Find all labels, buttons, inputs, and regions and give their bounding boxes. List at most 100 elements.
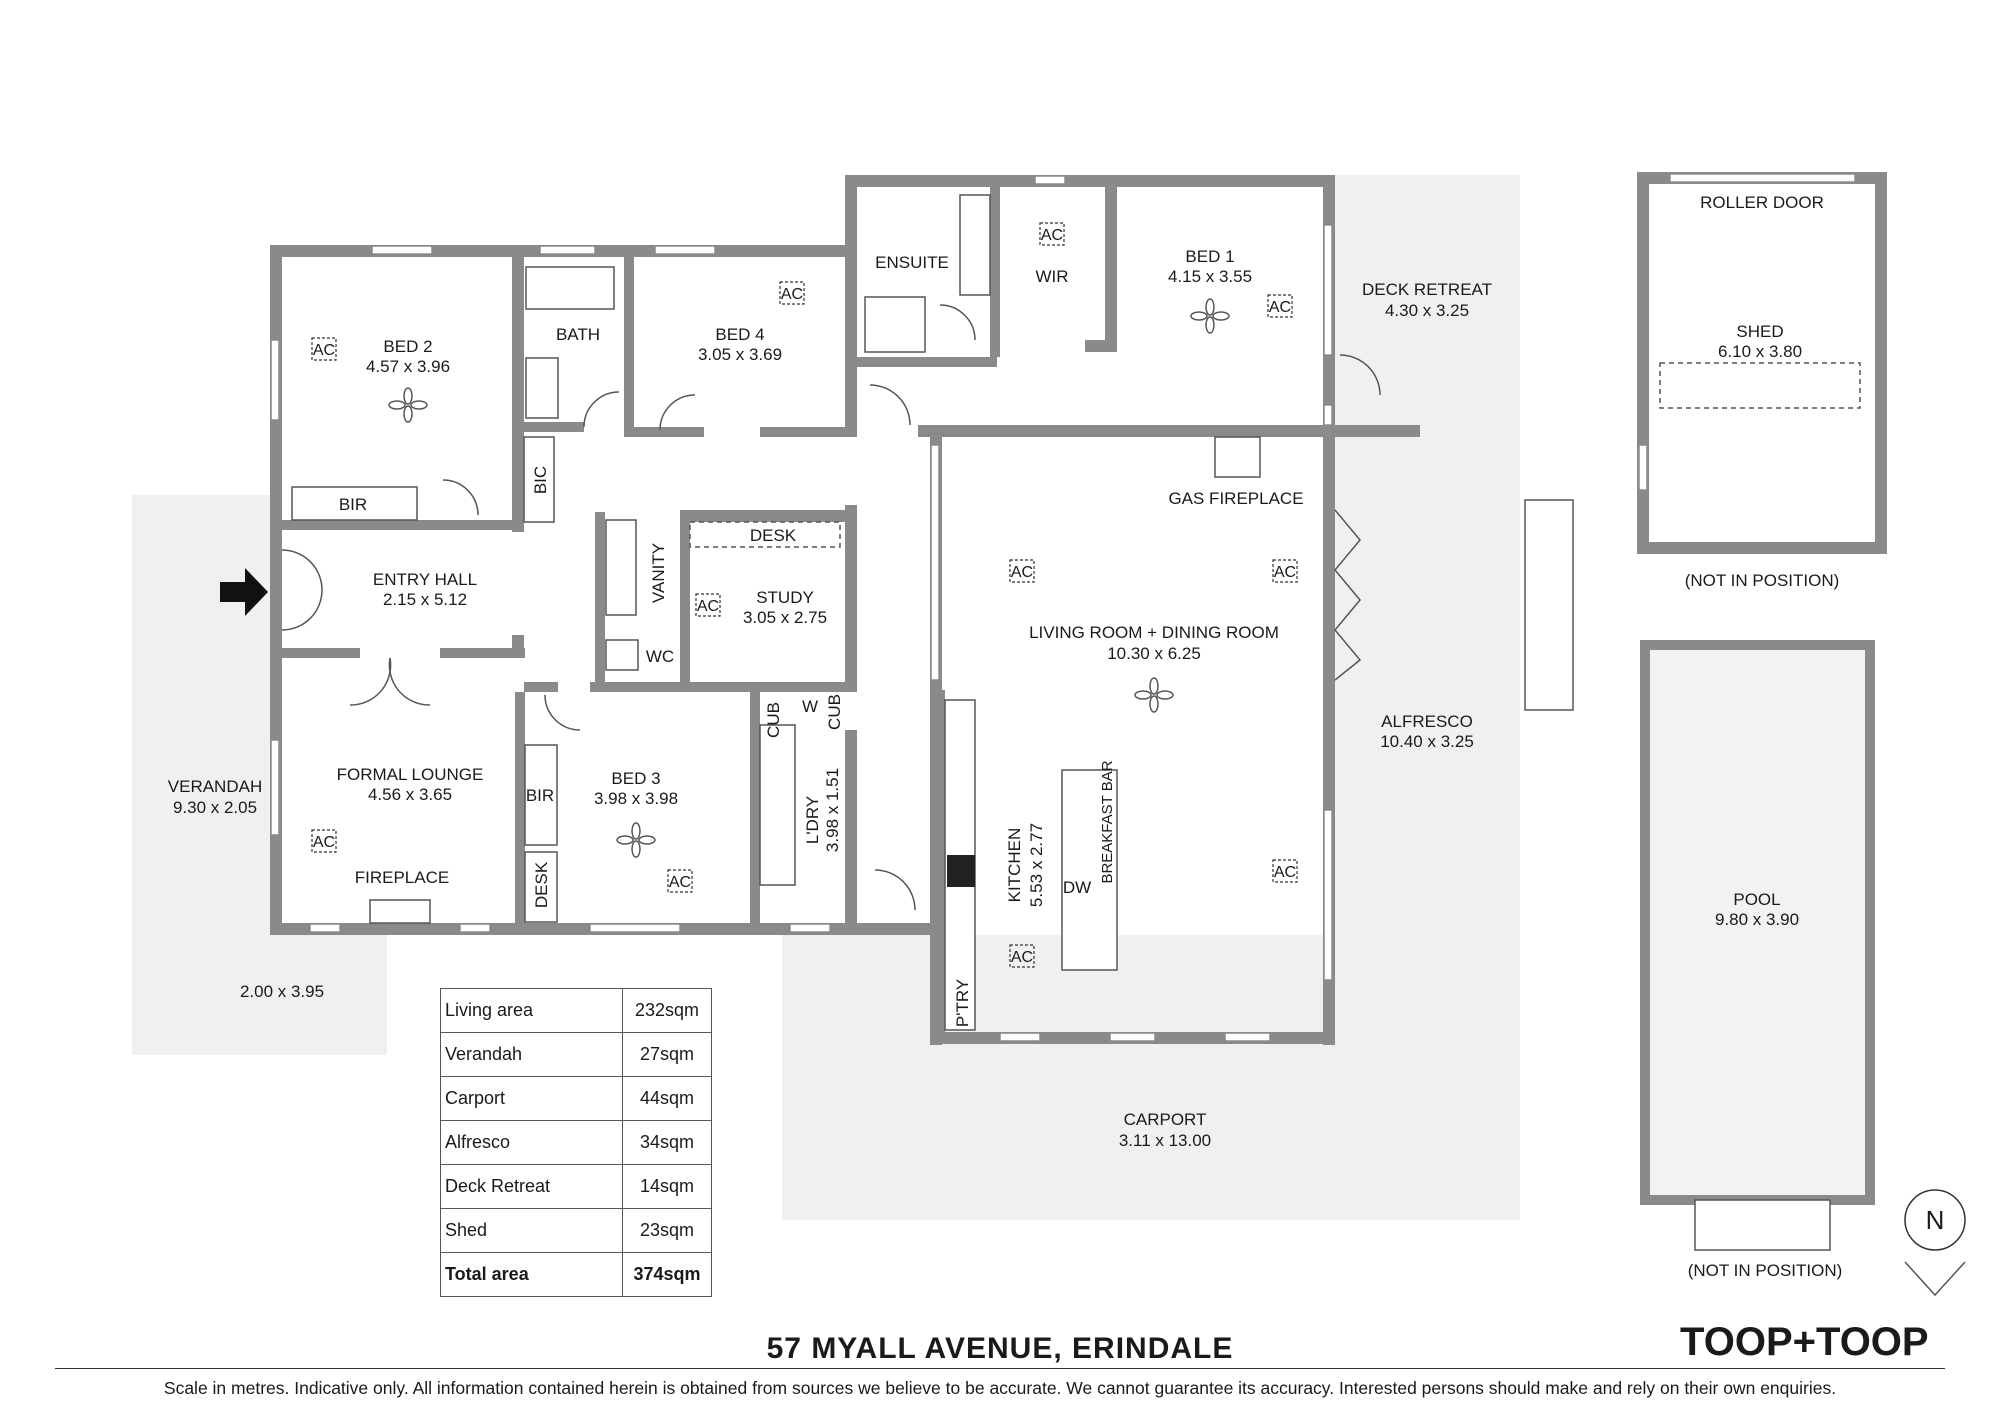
bed2-size: 4.57 x 3.96 (366, 357, 450, 376)
gas-fireplace-name: GAS FIREPLACE (1168, 489, 1303, 508)
windows (270, 175, 1333, 1042)
wir-name: WIR (1035, 267, 1068, 286)
cub1-name: CUB (764, 702, 783, 738)
ac-units (311, 222, 1298, 968)
vanity-fixture (605, 519, 637, 616)
area-value: 232sqm (622, 988, 712, 1033)
desk1-name: DESK (750, 526, 797, 545)
pool-size: 9.80 x 3.90 (1715, 910, 1799, 929)
disclaimer: Scale in metres. Indicative only. All in… (163, 1378, 1837, 1398)
ac-label: AC (1011, 564, 1033, 581)
outdoor-areas (132, 175, 1875, 1220)
fan-icon (388, 387, 428, 423)
ac-label: AC (1269, 299, 1291, 316)
bath-tub (525, 266, 615, 310)
bir-bed3 (524, 744, 558, 846)
fixtures (291, 194, 1831, 1251)
deck-retreat-size: 4.30 x 3.25 (1385, 301, 1469, 320)
area-label: Living area (440, 988, 623, 1033)
roller-door-name: ROLLER DOOR (1700, 193, 1824, 212)
study-name: STUDY (756, 588, 814, 607)
pool-area (1640, 640, 1875, 1205)
cooktop (947, 855, 975, 887)
entry-hall-size: 2.15 x 5.12 (383, 590, 467, 609)
gas-fireplace-fixture (1214, 436, 1261, 478)
ac-label: AC (1011, 949, 1033, 966)
room-labels: BED 2 4.57 x 3.96 BATH BED 4 3.05 x 3.69… (168, 193, 1945, 1280)
wc-name: WC (646, 647, 674, 666)
bed2-name: BED 2 (383, 337, 432, 356)
formal-lounge-name: FORMAL LOUNGE (337, 765, 484, 784)
area-label: Carport (440, 1076, 623, 1121)
ac-labels: AC AC AC AC AC AC AC AC AC AC AC (313, 227, 1296, 966)
bed4-size: 3.05 x 3.69 (698, 345, 782, 364)
ac-label: AC (1274, 864, 1296, 881)
dw-name: DW (1063, 878, 1091, 897)
shed-structure (1637, 172, 1887, 554)
area-value: 34sqm (622, 1120, 712, 1165)
fan-icon (1190, 298, 1230, 334)
bic-name: BIC (531, 466, 550, 494)
verandah-ext-size: 2.00 x 3.95 (240, 982, 324, 1001)
carport-size: 3.11 x 13.00 (1119, 1131, 1211, 1150)
ensuite-vanity (959, 194, 991, 296)
bed1-name: BED 1 (1185, 247, 1234, 266)
ldry-size: 3.98 x 1.51 (823, 768, 842, 852)
desk2-name: DESK (532, 861, 551, 908)
ldry-name: L'DRY (803, 796, 822, 844)
area-value: 27sqm (622, 1032, 712, 1077)
verandah-extension-area (132, 925, 387, 1055)
ensuite-shower (864, 296, 926, 353)
verandah-size: 9.30 x 2.05 (173, 798, 257, 817)
fan-icon (1134, 677, 1174, 713)
ac-label: AC (697, 598, 719, 615)
divider (55, 1368, 1945, 1369)
entry-arrow (220, 568, 268, 616)
bed3-name: BED 3 (611, 769, 660, 788)
ac-label: AC (1041, 227, 1063, 244)
ceiling-fans (388, 298, 1230, 858)
formal-lounge-size: 4.56 x 3.65 (368, 785, 452, 804)
property-address: 57 MYALL AVENUE, ERINDALE (766, 1332, 1234, 1365)
kitchen-size: 5.53 x 2.77 (1027, 823, 1046, 907)
north-label: N (1926, 1205, 1945, 1235)
brand-logo: TOOP+TOOP (1680, 1320, 1929, 1364)
breakfast-bar-name: BREAKFAST BAR (1099, 760, 1116, 883)
walls (270, 175, 1420, 1045)
fireplace-fixture (369, 899, 431, 924)
alfresco-name: ALFRESCO (1381, 712, 1473, 731)
living-size: 10.30 x 6.25 (1107, 644, 1201, 663)
bir2-name: BIR (526, 786, 554, 805)
area-value: 374sqm (622, 1252, 712, 1297)
study-desk (689, 521, 841, 548)
shed-not-in-position: (NOT IN POSITION) (1685, 571, 1840, 590)
pool-name: POOL (1733, 890, 1780, 909)
bath-name: BATH (556, 325, 600, 344)
carport-name: CARPORT (1124, 1110, 1207, 1129)
area-value: 14sqm (622, 1164, 712, 1209)
bir1-name: BIR (339, 495, 367, 514)
study-size: 3.05 x 2.75 (743, 608, 827, 627)
ac-label: AC (669, 874, 691, 891)
shed-name: SHED (1736, 322, 1783, 341)
pool-not-in-position: (NOT IN POSITION) (1688, 1261, 1843, 1280)
bed3-size: 3.98 x 3.98 (594, 789, 678, 808)
ac-label: AC (313, 834, 335, 851)
area-label: Shed (440, 1208, 623, 1253)
bir-bed2 (291, 486, 418, 521)
fan-icon (616, 822, 656, 858)
deck-retreat-area (1335, 175, 1520, 425)
wc-toilet (605, 639, 639, 671)
breakfast-bar-island (1061, 769, 1118, 971)
north-arrow (1904, 1189, 1966, 1297)
area-value: 23sqm (622, 1208, 712, 1253)
cub2-name: CUB (825, 694, 844, 730)
alfresco-size: 10.40 x 3.25 (1380, 732, 1474, 751)
